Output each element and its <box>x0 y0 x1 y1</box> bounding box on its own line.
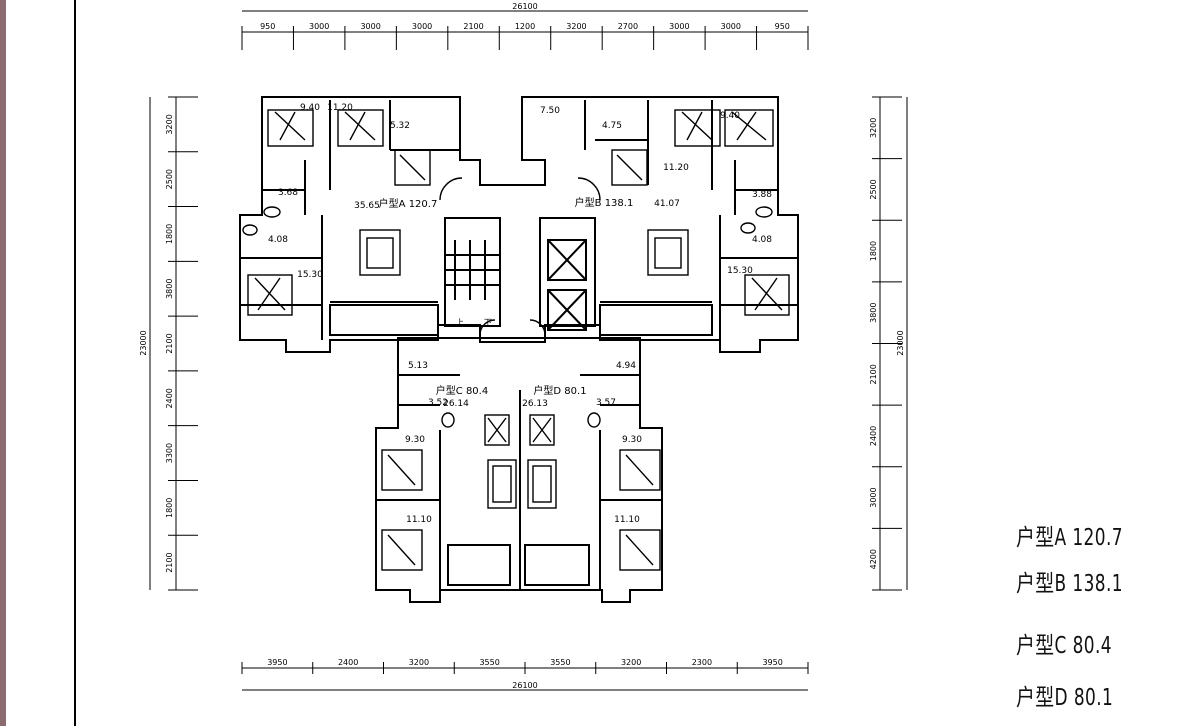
dim-label: 3000 <box>869 487 878 507</box>
bottom-total-label: 26100 <box>512 681 537 690</box>
dim-label: 2100 <box>165 552 174 572</box>
dim-label: 2100 <box>869 364 878 384</box>
plan-walls <box>239 96 799 603</box>
room-area-label: 26.14 <box>443 399 469 409</box>
drawing-frame-line <box>74 0 76 726</box>
unit-label-c: 户型C 80.4 <box>436 384 488 397</box>
dimension-lines: 26100 950 3000 3000 3000 2100 1200 3200 2700 3000… <box>139 2 908 691</box>
dim-label: 2400 <box>165 388 174 408</box>
dim-label: 3950 <box>267 658 287 667</box>
dim-label: 950 <box>260 22 275 31</box>
room-area-label: 5.32 <box>390 121 410 131</box>
dim-label: 1200 <box>515 22 535 31</box>
dim-label: 2500 <box>165 169 174 189</box>
dim-label: 2500 <box>869 179 878 199</box>
legend-item-d: 户型D 80.1 <box>1016 685 1114 711</box>
dim-label: 950 <box>775 22 790 31</box>
dim-label: 2400 <box>338 658 358 667</box>
dim-label: 1800 <box>869 241 878 261</box>
dim-label: 1800 <box>165 224 174 244</box>
unit-label-a: 户型A 120.7 <box>379 197 438 210</box>
legend-item-b: 户型B 138.1 <box>1016 571 1123 597</box>
dim-label: 2300 <box>692 658 712 667</box>
dim-label: 3950 <box>762 658 782 667</box>
dim-label: 3000 <box>360 22 380 31</box>
dim-label: 3800 <box>869 303 878 323</box>
room-area-label: 4.08 <box>268 235 288 245</box>
room-area-label: 9.40 <box>300 103 320 113</box>
room-area-label: 4.94 <box>616 361 636 371</box>
right-total-label: 23000 <box>896 330 905 355</box>
dim-label: 2400 <box>869 426 878 446</box>
dim-label: 3550 <box>479 658 499 667</box>
dim-label: 3800 <box>165 279 174 299</box>
dim-label: 3200 <box>566 22 586 31</box>
dim-label: 2100 <box>165 333 174 353</box>
room-area-label: 15.30 <box>297 270 323 280</box>
window-edge-strip <box>0 0 6 726</box>
room-area-label: 3.68 <box>278 188 298 198</box>
dim-label: 3000 <box>669 22 689 31</box>
dim-label: 2700 <box>618 22 638 31</box>
dim-label: 3550 <box>550 658 570 667</box>
dim-label: 3200 <box>409 658 429 667</box>
furniture-symbols <box>242 109 790 571</box>
dim-label: 3000 <box>412 22 432 31</box>
room-area-label: 26.13 <box>522 399 548 409</box>
top-total-label: 26100 <box>512 2 537 11</box>
dim-label: 4200 <box>869 549 878 569</box>
dim-label: 3000 <box>721 22 741 31</box>
room-area-label: 3.57 <box>596 398 616 408</box>
room-area-label: 4.08 <box>752 235 772 245</box>
unit-label-d: 户型D 80.1 <box>533 384 586 397</box>
stair-up-label: 上 <box>456 318 464 327</box>
room-area-label: 9.40 <box>720 111 740 121</box>
room-area-label: 41.07 <box>654 199 680 209</box>
room-area-label: 3.88 <box>752 190 772 200</box>
room-area-label: 7.50 <box>540 106 560 116</box>
left-total-label: 23000 <box>139 330 148 355</box>
room-area-label: 4.75 <box>602 121 622 131</box>
dim-label: 3200 <box>869 118 878 138</box>
unit-label-b: 户型B 138.1 <box>575 196 634 209</box>
room-area-label: 35.65 <box>354 201 380 211</box>
dim-label: 2100 <box>463 22 483 31</box>
room-area-label: 11.10 <box>614 515 640 525</box>
room-area-labels: 9.40 11.20 5.32 7.50 4.75 9.40 11.20 3.68 3.88 35… <box>268 103 772 525</box>
stair-down-label: 下 <box>484 318 492 327</box>
legend-item-c: 户型C 80.4 <box>1016 633 1113 659</box>
room-area-label: 3.52 <box>428 398 448 408</box>
room-area-label: 5.13 <box>408 361 428 371</box>
room-area-label: 9.30 <box>405 435 425 445</box>
legend-item-a: 户型A 120.7 <box>1016 525 1123 551</box>
room-area-label: 11.20 <box>327 103 353 113</box>
room-area-label: 15.30 <box>727 266 753 276</box>
dim-label: 1800 <box>165 498 174 518</box>
room-area-label: 11.20 <box>663 163 689 173</box>
dim-label: 3000 <box>309 22 329 31</box>
room-area-label: 11.10 <box>406 515 432 525</box>
dim-label: 3200 <box>621 658 641 667</box>
dim-label: 3200 <box>165 114 174 134</box>
unit-type-labels: 户型A 120.7 户型B 138.1 户型C 80.4 户型D 80.1 <box>379 196 634 397</box>
room-area-label: 9.30 <box>622 435 642 445</box>
dim-label: 3300 <box>165 443 174 463</box>
